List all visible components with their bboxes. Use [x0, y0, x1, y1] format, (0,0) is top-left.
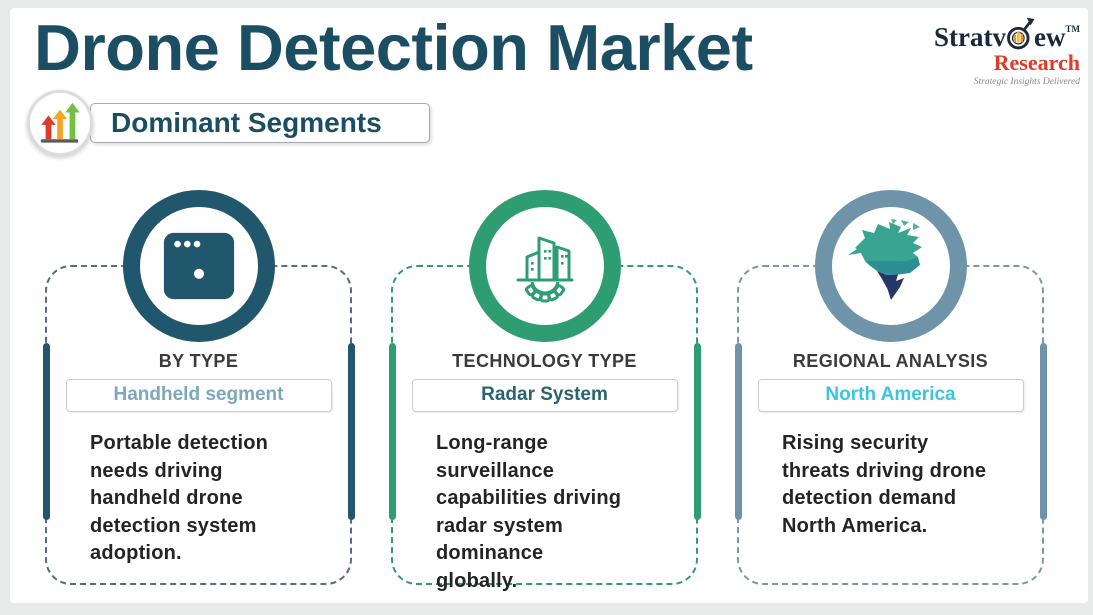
logo-tagline: Strategic Insights Delivered [973, 77, 1080, 87]
card-description: Long-range surveillance capabilities dri… [436, 432, 622, 592]
segment-value-box: Handheld segment [65, 379, 332, 412]
card-icon-ring [468, 190, 621, 342]
infographic-canvas: Drone Detection Market Stratv ewTM Resea… [10, 8, 1088, 603]
buildings-gear-icon [516, 236, 573, 303]
card-icon-ring [122, 190, 275, 342]
card-regional-analysis: REGIONAL ANALYSIS North America Rising s… [734, 190, 1047, 585]
north-america-map-icon [847, 219, 922, 300]
card-description: Rising security threats driving drone de… [782, 432, 987, 537]
logo-research-text: Research [993, 50, 1080, 75]
growth-arrows-icon [27, 90, 93, 156]
accent-bar [347, 343, 355, 520]
page-title: Drone Detection Market [34, 11, 753, 84]
card-technology-type: TECHNOLOGY TYPE Radar System Long-range … [388, 190, 701, 592]
accent-bar [1039, 343, 1047, 520]
card-description: Portable detection needs driving handhel… [90, 432, 269, 564]
card-category: BY TYPE [158, 351, 239, 371]
logo-text-right: ew [1034, 22, 1066, 52]
dartboard-arrow-icon [1007, 17, 1035, 50]
accent-bar [734, 343, 742, 520]
card-by-type: BY TYPE Handheld segment Portable detect… [42, 190, 355, 585]
logo-trademark: TM [1065, 24, 1081, 34]
card-category: REGIONAL ANALYSIS [792, 351, 989, 371]
window-gear-icon [163, 232, 234, 300]
accent-bar [42, 343, 50, 520]
logo-text-left: Stratv [934, 22, 1007, 52]
stratview-logo: Stratv ewTM Research Strategic Insights … [930, 14, 1080, 87]
section-badge: Dominant Segments [90, 103, 430, 143]
card-category: TECHNOLOGY TYPE [452, 351, 637, 371]
accent-bar [388, 343, 396, 520]
logo-wordmark: Stratv ewTM [930, 14, 1080, 52]
segment-value-box: North America [757, 379, 1024, 412]
card-icon-ring [814, 190, 967, 342]
accent-bar [693, 343, 701, 520]
segment-value-box: Radar System [411, 379, 678, 412]
